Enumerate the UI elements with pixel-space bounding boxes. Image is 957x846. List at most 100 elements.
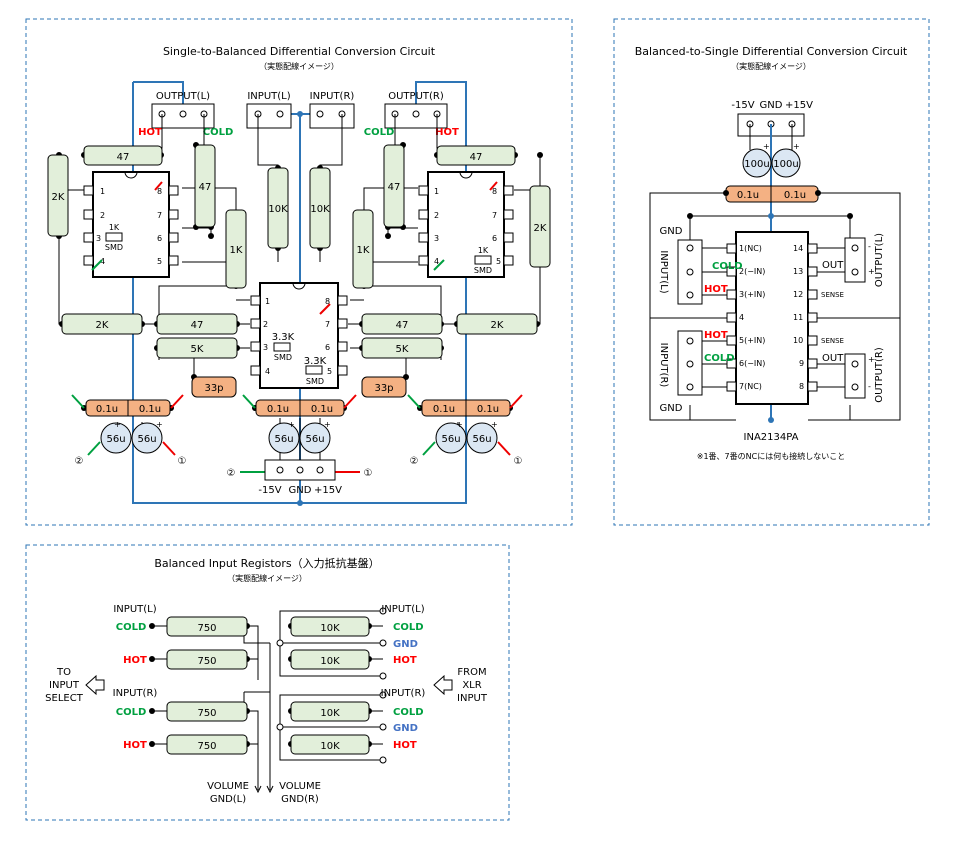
svg-text:10K: 10K (320, 623, 340, 634)
svg-text:8: 8 (799, 382, 804, 391)
svg-text:1K: 1K (478, 246, 489, 255)
p2-out-l: OUT (822, 260, 844, 271)
output-l-cold: COLD (203, 127, 234, 138)
svg-text:6: 6 (325, 343, 330, 352)
r2k-left (61, 313, 143, 335)
svg-text:0.1u: 0.1u (139, 404, 161, 415)
svg-text:56u: 56u (274, 434, 293, 445)
svg-text:3.3K: 3.3K (272, 332, 295, 343)
p2-gnd: GND (760, 100, 783, 111)
svg-text:+: + (456, 420, 463, 429)
r1k-vertical-right-label: 1K (357, 245, 370, 256)
svg-text:2(−IN): 2(−IN) (739, 267, 765, 276)
svg-text:-: - (868, 382, 871, 391)
svg-text:3: 3 (434, 234, 439, 243)
r5k-left (156, 337, 238, 359)
svg-text:8: 8 (492, 187, 497, 196)
svg-text:750: 750 (197, 656, 216, 667)
r10k-input-r-label: 10K (310, 204, 330, 215)
svg-text:FROM: FROM (457, 667, 486, 678)
r47-mid-left (156, 313, 238, 335)
output-l-label: OUTPUT(L) (156, 91, 210, 102)
p2-input-l-label: INPUT(L) (658, 250, 669, 293)
r2k-right (456, 313, 538, 335)
p2-output-l-label: OUTPUT(L) (874, 233, 885, 287)
svg-text:56u: 56u (106, 434, 125, 445)
r10k-input-l-label: 10K (268, 204, 288, 215)
input-l-label: INPUT(L) (247, 91, 290, 102)
svg-text:+: + (868, 267, 875, 276)
r750-l-cold (166, 616, 248, 637)
p3-cold-l-left: COLD (116, 622, 147, 633)
r1k-vertical-left (225, 209, 247, 289)
svg-text:7(NC): 7(NC) (739, 382, 762, 391)
r47-top-right (436, 145, 516, 166)
svg-text:3(+IN): 3(+IN) (739, 290, 765, 299)
panel3: Balanced Input Registors（入力抵抗基盤） （実態配線イメ… (45, 556, 488, 805)
r1k-smd-left (105, 232, 123, 242)
svg-text:VOLUME: VOLUME (207, 781, 249, 792)
svg-text:0.1u: 0.1u (433, 404, 455, 415)
bypass-right: 0.1u 0.1u 56u 56u ++ (421, 399, 511, 454)
c100u-left (742, 148, 772, 178)
sense-lower: SENSE (821, 337, 844, 345)
panel2: Balanced-to-Single Differential Conversi… (635, 45, 908, 461)
svg-text:5: 5 (157, 257, 162, 266)
svg-text:56u: 56u (305, 434, 324, 445)
r33k-smd-a (273, 342, 291, 352)
panel1-title: Single-to-Balanced Differential Conversi… (163, 45, 436, 58)
mark-1-center: ① (364, 468, 373, 479)
svg-text:INPUT: INPUT (457, 693, 488, 704)
ina2134-chip (735, 231, 809, 405)
r1k-vertical-right (352, 209, 374, 289)
svg-text:9: 9 (799, 359, 804, 368)
svg-text:+: + (156, 420, 163, 429)
p3-gnd-r: GND (393, 723, 418, 734)
svg-text:SMD: SMD (274, 353, 292, 362)
p3-input-l-right: INPUT(L) (381, 604, 424, 615)
svg-text:5K: 5K (191, 344, 204, 355)
p3-hot-l-right: HOT (393, 655, 417, 666)
bypass-left: 0.1u 0.1u 56u 56u ++ (85, 399, 171, 454)
r5k-right (361, 337, 443, 359)
p2-input-r-label: INPUT(R) (658, 343, 669, 388)
mark-1-right: ① (514, 456, 523, 467)
r2k-left-vertical-label: 2K (52, 192, 65, 203)
r10k-l-hot (290, 649, 370, 670)
r47-top-right-label: 47 (470, 152, 483, 163)
panel2-title: Balanced-to-Single Differential Conversi… (635, 45, 908, 58)
svg-text:XLR: XLR (462, 680, 481, 691)
svg-text:10K: 10K (320, 708, 340, 719)
svg-text:5K: 5K (396, 344, 409, 355)
p3-input-r-right: INPUT(R) (381, 688, 426, 699)
p3-cold-r-right: COLD (393, 707, 424, 718)
p3-input-r-left: INPUT(R) (113, 688, 158, 699)
vol-r-arrow (266, 784, 274, 794)
svg-text:750: 750 (197, 708, 216, 719)
svg-text:VOLUME: VOLUME (279, 781, 321, 792)
svg-text:4: 4 (739, 313, 744, 322)
svg-text:SMD: SMD (306, 377, 324, 386)
svg-text:7: 7 (325, 320, 330, 329)
r10k-input-l (267, 167, 289, 249)
svg-text:4: 4 (100, 257, 105, 266)
ina2134-pins (726, 243, 818, 392)
mark-1-left: ① (178, 456, 187, 467)
vol-l-arrow (254, 784, 262, 794)
r750-r-hot (166, 734, 248, 755)
output-r-label: OUTPUT(R) (388, 91, 444, 102)
p3-cold-l-right: COLD (393, 622, 424, 633)
p2-hot-r: HOT (704, 330, 728, 341)
r47-vertical-left (194, 144, 216, 228)
p2-out-r: OUT (822, 353, 844, 364)
svg-text:7: 7 (492, 211, 497, 220)
p3-input-l-left: INPUT(L) (113, 604, 156, 615)
svg-text:8: 8 (157, 187, 162, 196)
p2-output-l-connector (844, 237, 866, 283)
input-l-connector (246, 103, 292, 129)
from-xlr-arrow (433, 674, 453, 696)
svg-text:56u: 56u (472, 434, 491, 445)
svg-text:47: 47 (191, 320, 204, 331)
svg-text:8: 8 (325, 297, 330, 306)
